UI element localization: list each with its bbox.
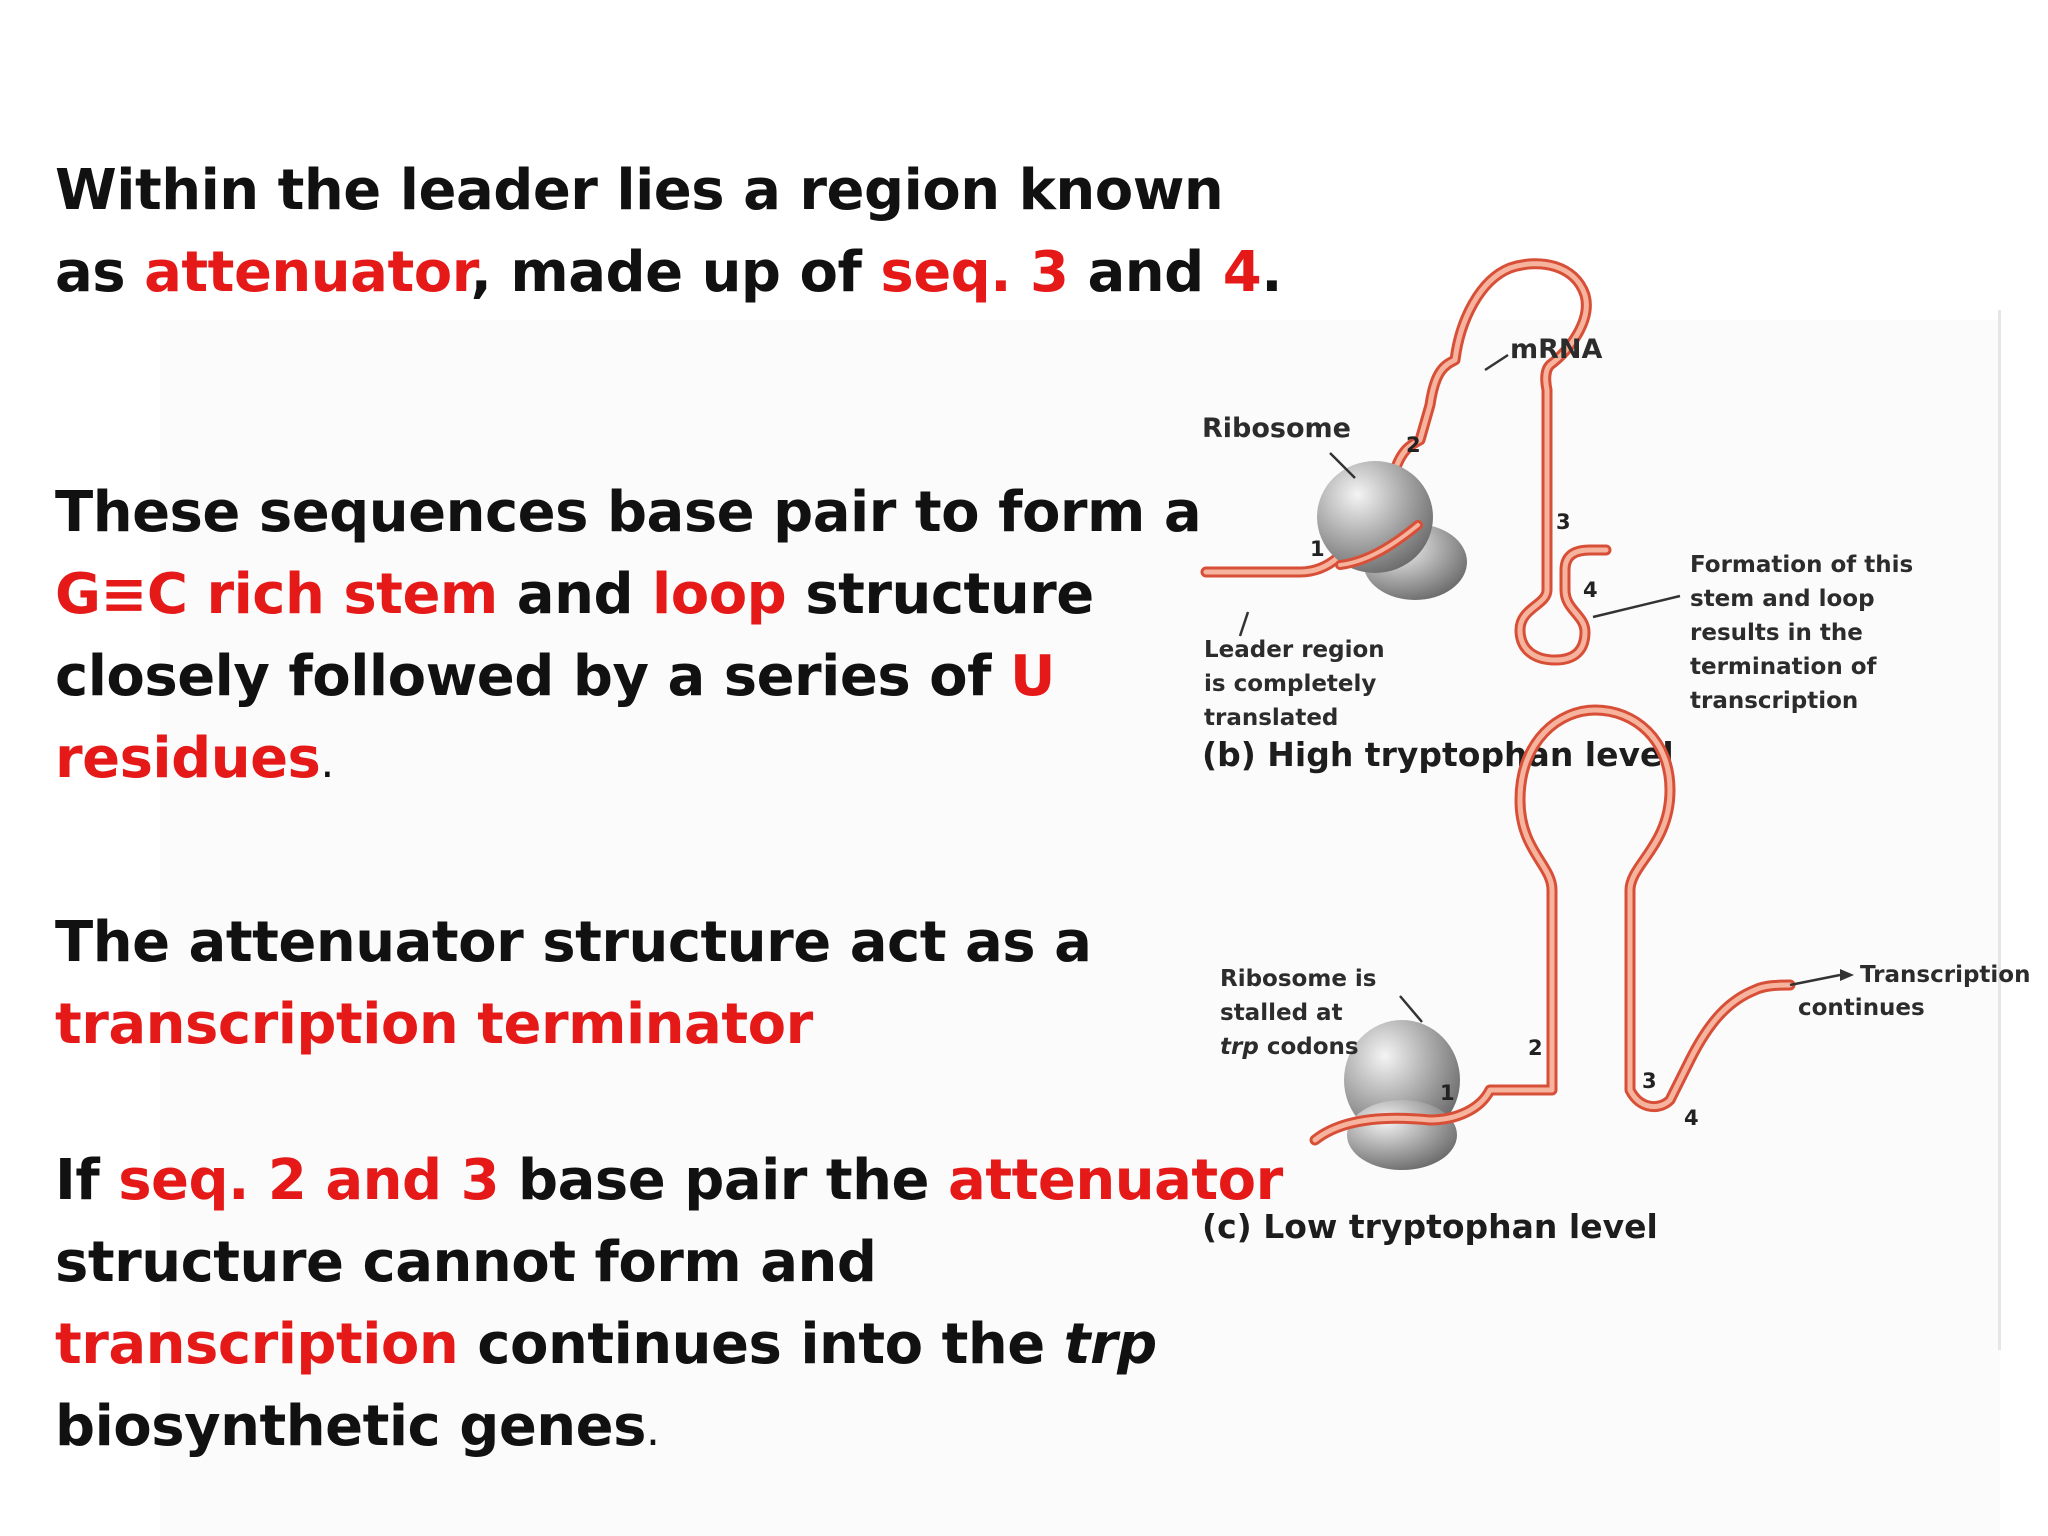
text: If [55, 1148, 119, 1213]
text: The attenuator structure act as a [55, 910, 1092, 975]
text: structure cannot form and [55, 1230, 877, 1295]
highlight-gc-stem: G≡C rich stem [55, 562, 498, 627]
slide-edge-divider [1998, 310, 2001, 1350]
mrna-label: mRNA [1510, 334, 1603, 365]
segment-3-label-c: 3 [1642, 1069, 1657, 1093]
highlight-seq4: 4 [1222, 240, 1262, 305]
text: These sequences base pair to form a [55, 480, 1202, 545]
leader-label-line2: is completely [1204, 671, 1376, 697]
codons-label: codons [1259, 1034, 1359, 1060]
text: . [1261, 240, 1282, 305]
continues-label-line1: Transcription [1860, 962, 2030, 988]
attenuation-figure: mRNA Ribosome 1 2 3 4 Leader region is c… [1190, 258, 2030, 1270]
text: closely followed by a series of [55, 644, 1011, 709]
text: , made up of [470, 240, 881, 305]
paragraph-stem-loop: These sequences base pair to form a G≡C … [55, 472, 1202, 804]
text: biosynthetic genes [55, 1394, 646, 1459]
mrna-strand-c [1309, 704, 1796, 1146]
ribosome-large-subunit-b [1317, 461, 1433, 573]
highlight-seq3: seq. 3 [880, 240, 1069, 305]
paragraph-antitermination: If seq. 2 and 3 base pair the attenuator… [55, 1140, 1283, 1472]
stalled-pointer [1399, 995, 1423, 1023]
stalled-label-line3: trp codons [1220, 1034, 1359, 1060]
trp-italic: trp [1063, 1312, 1157, 1377]
segment-1-label: 1 [1310, 537, 1325, 561]
segment-1-label-c: 1 [1440, 1081, 1455, 1105]
formation-label-line3: results in the [1690, 620, 1863, 646]
continues-pointer [1789, 973, 1841, 987]
paragraph-attenuator-intro: Within the leader lies a region known as… [55, 150, 1282, 314]
slide-background [160, 320, 2000, 1536]
highlight-u: U [1010, 644, 1055, 709]
stalled-label-line1: Ribosome is [1220, 966, 1377, 992]
text: and [497, 562, 653, 627]
formation-label-line2: stem and loop [1690, 586, 1875, 612]
formation-label-line4: termination of [1690, 654, 1878, 680]
text: continues into the [458, 1312, 1064, 1377]
text: Within the leader lies a region known [55, 158, 1224, 223]
continues-label-line2: continues [1798, 995, 1925, 1021]
formation-label-line1: Formation of this [1690, 552, 1913, 578]
text: structure [786, 562, 1094, 627]
leader-label-line3: translated [1204, 705, 1338, 731]
caption-low-tryptophan: (c) Low tryptophan level [1202, 1207, 1658, 1246]
panel-high-tryptophan: mRNA Ribosome 1 2 3 4 Leader region is c… [1200, 258, 1913, 774]
highlight-attenuator: attenuator [144, 240, 471, 305]
text: . [645, 1405, 660, 1456]
mrna-strand-b [1200, 258, 1612, 666]
segment-3-label: 3 [1556, 510, 1571, 534]
ribosome-small-subunit-c [1347, 1100, 1457, 1170]
highlight-attenuator: attenuator [948, 1148, 1283, 1213]
text: and [1068, 240, 1223, 305]
panel-low-tryptophan: Ribosome is stalled at trp codons 1 2 3 … [1202, 704, 2030, 1246]
formation-pointer [1592, 594, 1681, 619]
trp-italic-label: trp [1220, 1034, 1259, 1060]
caption-high-tryptophan: (b) High tryptophan level [1202, 735, 1674, 774]
ribosome-pointer [1329, 452, 1356, 479]
continues-arrowhead [1840, 969, 1854, 981]
paragraph-terminator: The attenuator structure act as a transc… [55, 902, 1092, 1066]
highlight-loop: loop [652, 562, 787, 627]
mrna-pointer [1484, 353, 1509, 372]
leader-pointer [1238, 611, 1250, 637]
segment-2-label: 2 [1406, 433, 1421, 457]
text: base pair the [499, 1148, 949, 1213]
text: as [55, 240, 145, 305]
ribosome-label: Ribosome [1202, 413, 1351, 444]
segment-4-label: 4 [1583, 578, 1598, 602]
attenuation-diagram: mRNA Ribosome 1 2 3 4 Leader region is c… [1200, 258, 2030, 1246]
leader-label-line1: Leader region [1204, 637, 1385, 663]
highlight-transcription: transcription [55, 1312, 459, 1377]
highlight-seq2-3: seq. 2 and 3 [118, 1148, 500, 1213]
formation-label-line5: transcription [1690, 688, 1858, 714]
highlight-transcription-terminator: transcription terminator [55, 992, 813, 1057]
segment-2-label-c: 2 [1528, 1036, 1543, 1060]
highlight-residues: residues [55, 726, 321, 791]
stalled-label-line2: stalled at [1220, 1000, 1343, 1026]
segment-4-label-c: 4 [1684, 1106, 1699, 1130]
text: . [320, 737, 334, 788]
